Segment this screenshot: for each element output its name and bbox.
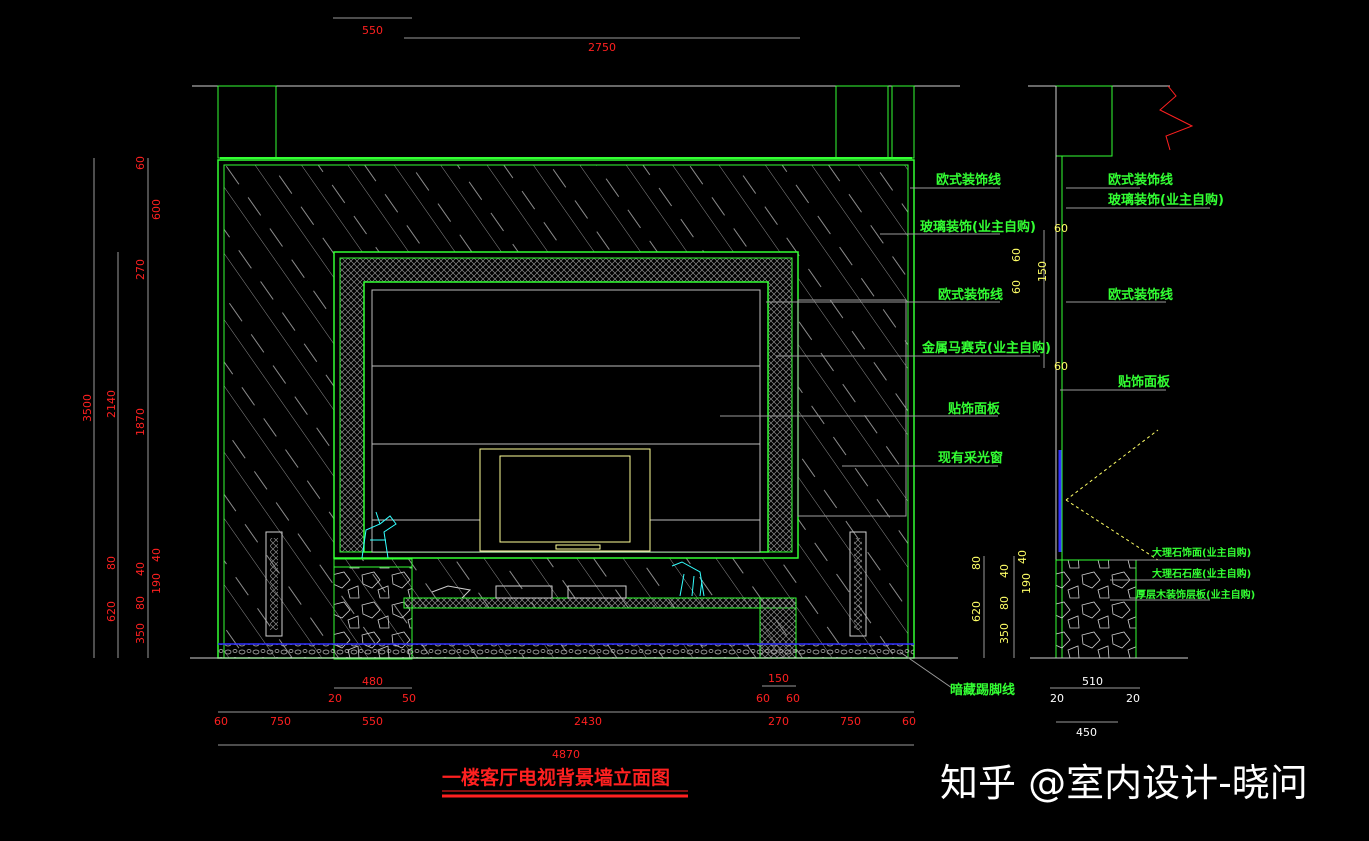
horse-rider-sculpture: [361, 511, 397, 559]
dim-side-b-80: 80: [998, 596, 1011, 610]
label-side-small-2: 大理石石座(业主自购): [1152, 567, 1251, 580]
dim-side-v-60a: 60: [1054, 222, 1068, 235]
dim-left-3500: 3500: [81, 394, 94, 422]
dimension-lines: [93, 17, 1140, 746]
horse-sculpture: [671, 561, 705, 597]
main-elevation: [190, 85, 960, 660]
label-main-5: 贴饰面板: [948, 401, 1001, 417]
dim-bottom2-270: 270: [768, 715, 789, 728]
dim-side-b-40a: 40: [1016, 550, 1029, 564]
dim-left-350: 350: [134, 623, 147, 644]
label-side-4: 贴饰面板: [1118, 374, 1171, 390]
label-baseboard: 暗藏踢脚线: [950, 682, 1015, 698]
label-side-2: 玻璃装饰(业主自购): [1108, 192, 1224, 208]
label-main-2: 玻璃装饰(业主自购): [920, 219, 1036, 235]
dim-left-620: 620: [105, 601, 118, 622]
dim-left-80: 80: [105, 556, 118, 570]
dim-bottom-50: 50: [402, 692, 416, 705]
dim-bottom2-550: 550: [362, 715, 383, 728]
dim-side-v-60d: 60: [1054, 360, 1068, 373]
label-side-3: 欧式装饰线: [1108, 287, 1173, 303]
dim-bottom2-750a: 750: [270, 715, 291, 728]
label-main-1: 欧式装饰线: [936, 172, 1001, 188]
dim-left-190: 190: [150, 573, 163, 594]
side-section: [1028, 85, 1194, 659]
dim-left-270: 270: [134, 259, 147, 280]
dim-left-2140: 2140: [105, 390, 118, 418]
dim-bottom-60a: 60: [756, 692, 770, 705]
dim-bottom2-60b: 60: [902, 715, 916, 728]
dim-side-b-350: 350: [998, 623, 1011, 644]
dim-side-b-620: 620: [970, 601, 983, 622]
watermark: 知乎 @室内设计-晓问: [940, 761, 1308, 805]
dim-side-v-60c: 60: [1010, 280, 1023, 294]
dim-side-v-60b: 60: [1010, 248, 1023, 262]
dim-left-40a: 40: [150, 548, 163, 562]
label-side-small-3: 厚层木装饰层板(业主自购): [1136, 588, 1255, 601]
dim-side-h-450: 450: [1076, 726, 1097, 739]
dim-bottom2-750b: 750: [840, 715, 861, 728]
dim-top-2750: 2750: [588, 41, 616, 54]
drawing-title: 一楼客厅电视背景墙立面图: [442, 766, 670, 789]
dim-bottom-total: 4870: [552, 748, 580, 761]
label-main-6: 现有采光窗: [938, 450, 1003, 466]
dim-top-550: 550: [362, 24, 383, 37]
dim-side-h-20b: 20: [1126, 692, 1140, 705]
dim-bottom-60b: 60: [786, 692, 800, 705]
label-main-4: 金属马赛克(业主自购): [921, 340, 1051, 356]
dim-left-60: 60: [134, 156, 147, 170]
dim-bottom-150: 150: [768, 672, 789, 685]
dim-left-40b: 40: [134, 562, 147, 576]
leader-lines: [720, 187, 1210, 689]
dim-left-1870: 1870: [134, 408, 147, 436]
dim-bottom-480: 480: [362, 675, 383, 688]
dim-side-b-80b: 80: [970, 556, 983, 570]
dim-bottom-20: 20: [328, 692, 342, 705]
label-side-1: 欧式装饰线: [1108, 172, 1173, 188]
label-side-small-1: 大理石饰面(业主自购): [1152, 546, 1251, 559]
dim-side-v-150: 150: [1036, 261, 1049, 282]
dim-side-b-190: 190: [1020, 573, 1033, 594]
dim-side-b-40b: 40: [998, 564, 1011, 578]
dim-side-h-510: 510: [1082, 675, 1103, 688]
dim-bottom2-2430: 2430: [574, 715, 602, 728]
dim-side-h-20a: 20: [1050, 692, 1064, 705]
dim-bottom2-60a: 60: [214, 715, 228, 728]
dim-left-600: 600: [150, 199, 163, 220]
dim-left-80b: 80: [134, 596, 147, 610]
label-main-3: 欧式装饰线: [938, 287, 1003, 303]
